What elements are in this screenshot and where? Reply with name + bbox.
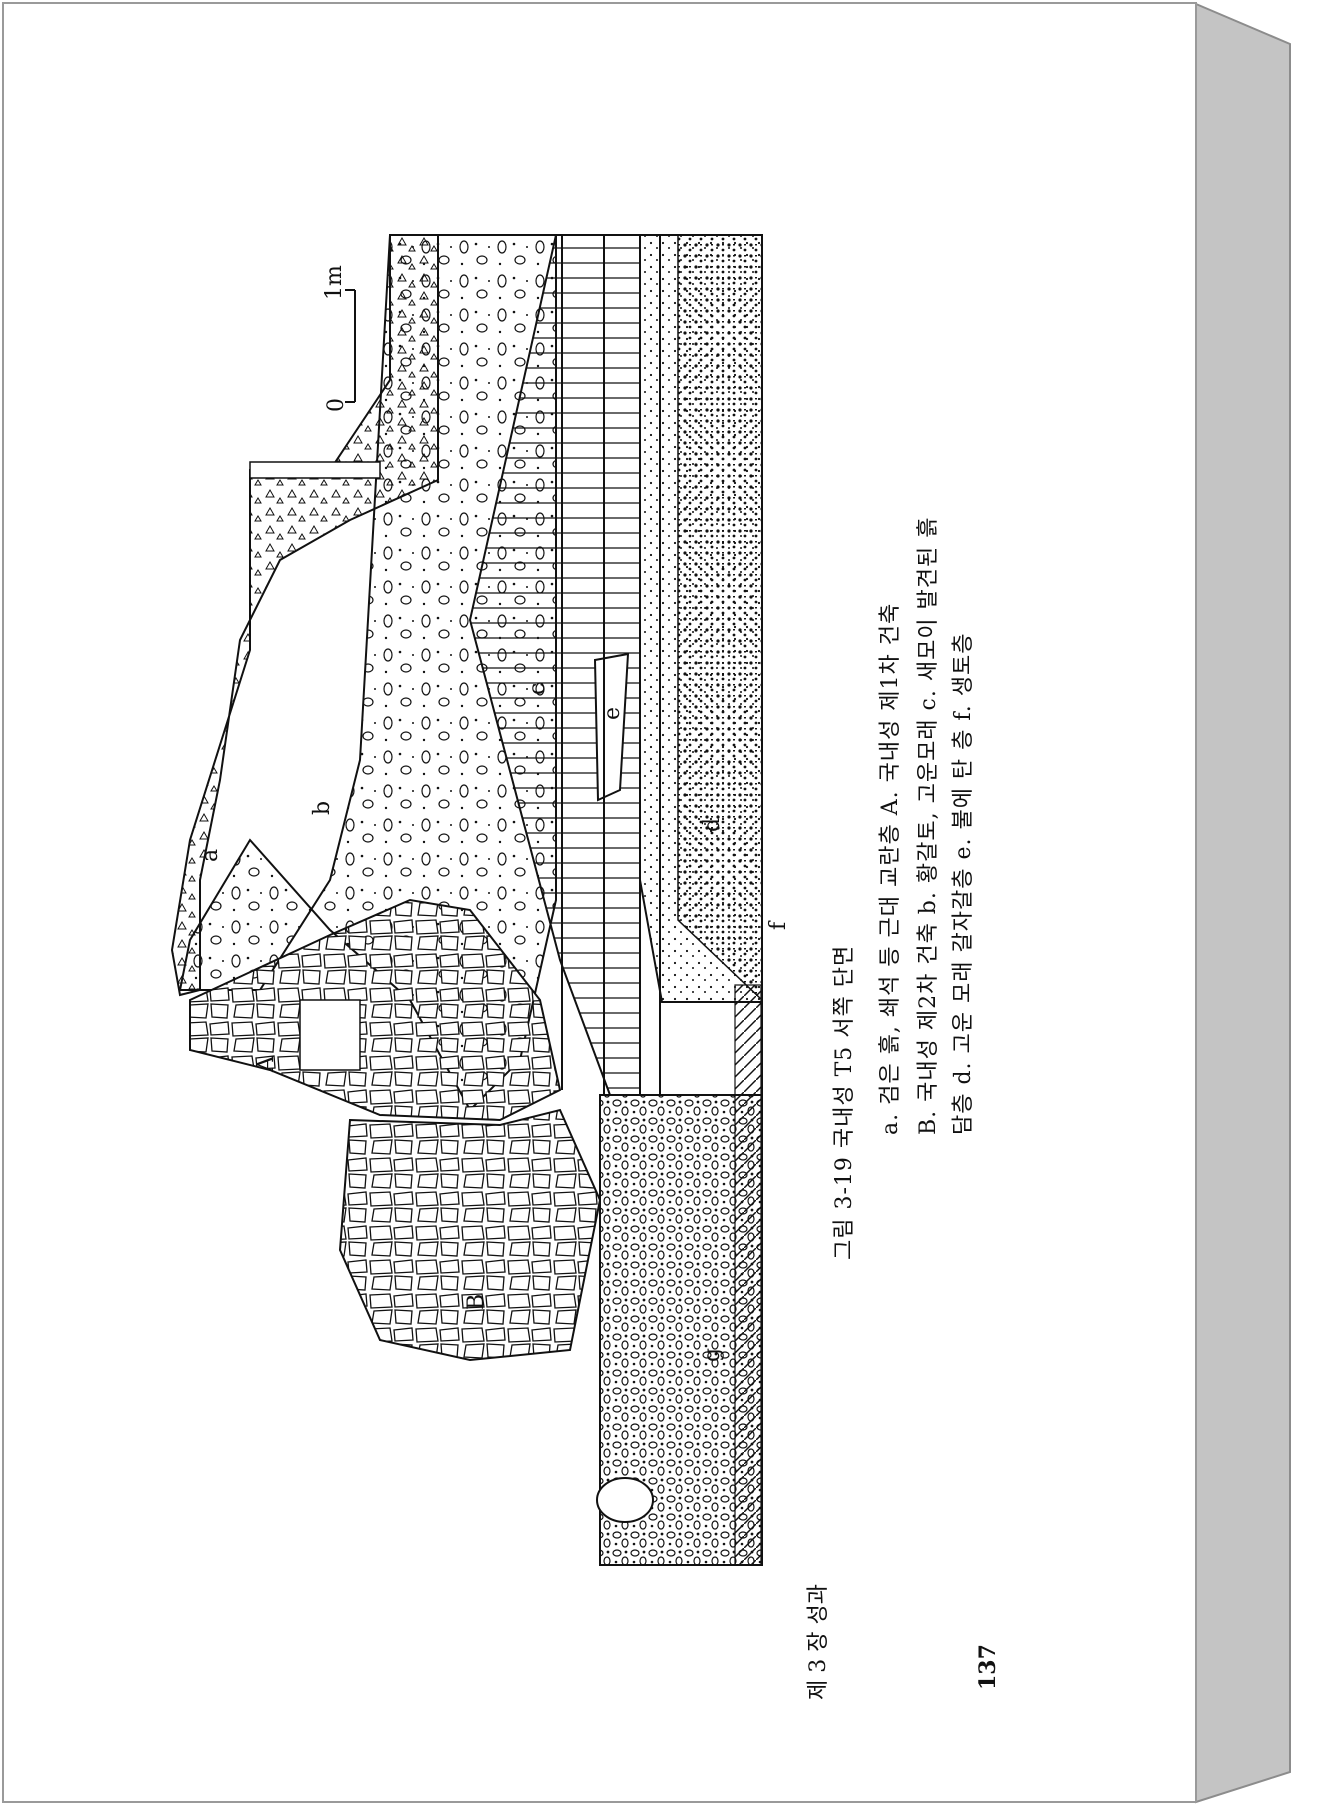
scale-label-zero: 0	[324, 398, 349, 412]
layer-b-yellow-brown-soil	[178, 234, 557, 1112]
figure-caption-title: 그림 3-19 국내성 T5 서쪽 단면	[832, 944, 857, 1260]
layer-label-b: b	[310, 800, 335, 815]
wall-label-A: A	[254, 1056, 279, 1072]
layer-label-e: e	[600, 706, 625, 720]
scale-label-1m: 1m	[322, 265, 347, 300]
wall-A-first-construction	[189, 898, 562, 1122]
figure-legend-line-3: 담층 d. 고운 모래 갈자갈층 e. 불에 탄 층 f. 생토층	[951, 632, 976, 1135]
chapter-title: 제 3 장 성과	[806, 1584, 831, 1700]
layer-label-a: a	[198, 848, 223, 862]
section-drawing	[170, 234, 763, 1566]
scale-bar	[345, 289, 356, 403]
page-number: 137	[975, 1644, 1001, 1690]
layer-label-g: g	[700, 1347, 725, 1362]
layer-label-d: d	[700, 817, 725, 832]
small-block-top-2	[299, 999, 361, 1071]
layer-d-dense-band	[677, 234, 763, 1002]
hatched-natural-base	[734, 984, 762, 1566]
wall-B-second-construction	[338, 1108, 602, 1362]
figure-legend-line-2: B. 국내성 제2차 건축 b. 황갈토, 고운모래 c. 새모이 발견된 흙	[916, 516, 941, 1135]
small-block-top	[249, 461, 381, 479]
layer-label-f: f	[766, 921, 791, 930]
wall-label-B: B	[464, 1293, 489, 1310]
book-page-edge	[1195, 2, 1291, 1804]
layer-label-c: c	[525, 682, 550, 695]
figure-legend-line-1: a. 검은 흙, 쇄석 등 근대 교란층 A. 국내성 제1차 건축	[878, 602, 903, 1135]
large-stone	[596, 1477, 654, 1523]
